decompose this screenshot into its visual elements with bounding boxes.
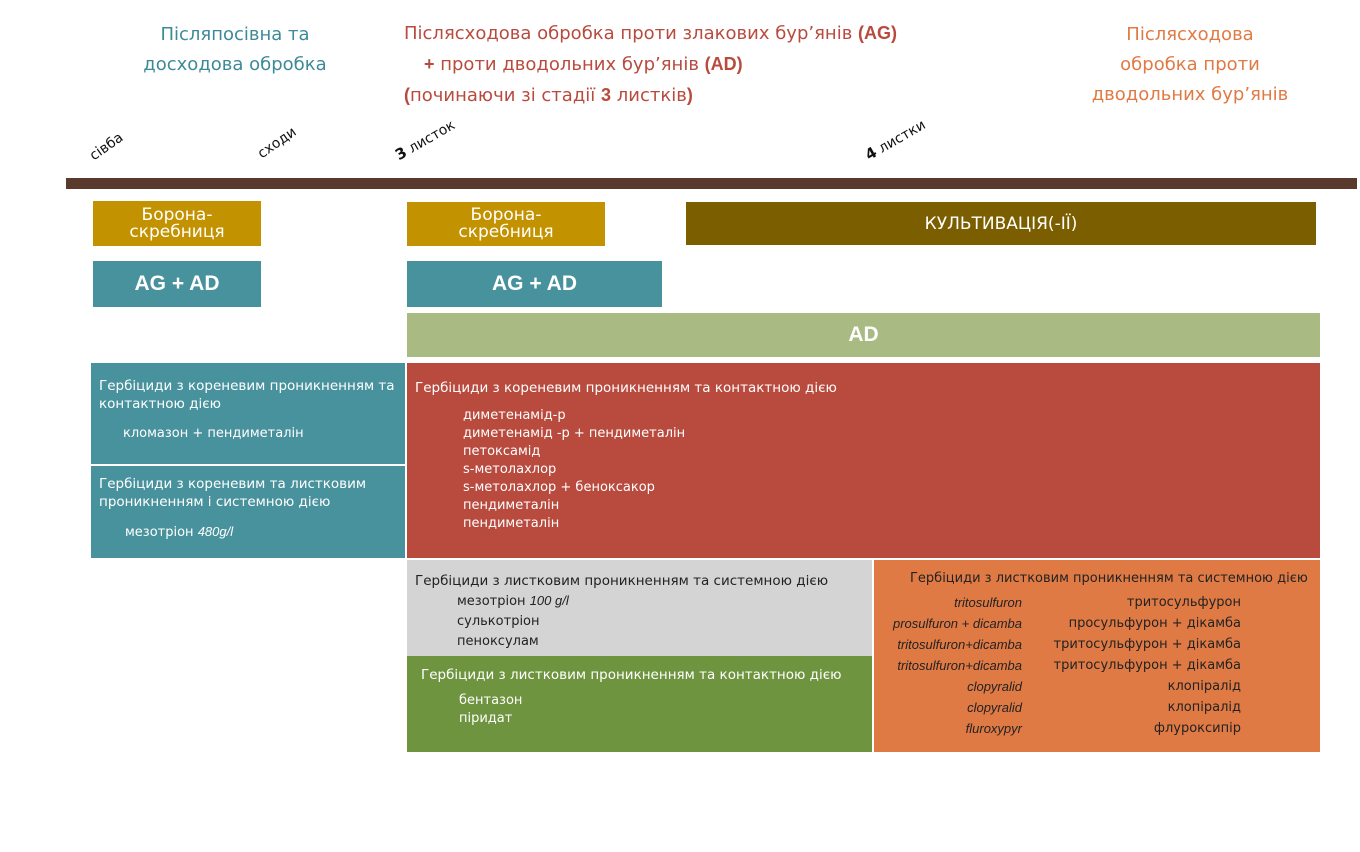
latin-name: tritosulfuron <box>954 595 1022 610</box>
header-right-line3: дводольних бур’янів <box>1091 84 1289 105</box>
latin-name: tritosulfuron+dicamba <box>897 658 1022 673</box>
cultivation-box: КУЛЬТИВАЦІЯ(-ІЇ) <box>686 202 1316 245</box>
stage-emergence: сходи <box>254 124 300 162</box>
header-left-line1: Післяпосівна та <box>160 24 310 45</box>
latin-name: tritosulfuron+dicamba <box>897 637 1022 652</box>
list-item: мезотріон 100 g/l <box>457 591 864 612</box>
ag-ad-box-1: AG + AD <box>93 261 261 307</box>
panel-leaf-systemic-right-title: Гербіциди з листковим проникненням та си… <box>910 571 1308 586</box>
stage-sowing: сівба <box>86 129 127 164</box>
harrow-box-1: Борона- скребниця <box>93 201 261 246</box>
header-mid-line1: Післясходова обробка проти злакових бур’… <box>404 18 964 49</box>
panel-root-leaf-systemic-pre: Гербіциди з кореневим та листковим прони… <box>91 466 405 558</box>
header-mid-open-paren: ( <box>404 85 410 105</box>
panel-leaf-systemic-right <box>874 560 1320 752</box>
panel-root-leaf-systemic-pre-title: Гербіциди з кореневим та листковим прони… <box>99 476 367 510</box>
header-postemergence-dicot: Післясходова обробка проти дводольних бу… <box>1060 20 1320 110</box>
harrow-2-line2: скребниця <box>458 222 554 242</box>
panel-root-leaf-systemic-pre-item: мезотріон 480g/l <box>99 523 397 542</box>
ukr-name: тритосульфурон + дікамба <box>1053 637 1242 652</box>
header-mid-line3-text: починаючи зі стадії <box>410 85 601 106</box>
list-item: пеноксулам <box>457 634 539 649</box>
header-mid-line3-end: листків <box>611 85 687 106</box>
list-item: піридат <box>459 711 513 726</box>
stage-4-leaves-text: листки <box>872 116 929 159</box>
mesotrione-480-text: мезотріон <box>125 525 198 540</box>
panel-root-contact-pre-title: Гербіциди з кореневим проникненням та ко… <box>99 378 395 412</box>
header-mid-line2: + проти дводольних бур’янів (AD) <box>404 49 964 80</box>
panel-leaf-systemic-post: Гербіциди з листковим проникненням та си… <box>407 560 872 656</box>
timeline-bar <box>66 178 1357 189</box>
panel-root-contact-pre: Гербіциди з кореневим проникненням та ко… <box>91 363 405 464</box>
panel-leaf-contact-post: Гербіциди з листковим проникненням та ко… <box>407 656 872 752</box>
harrow-2-line1: Борона- <box>470 205 542 225</box>
ukr-name: тритосульфурон <box>1126 595 1241 610</box>
harrow-1-line1: Борона- <box>141 204 213 225</box>
latin-name: clopyralid <box>967 700 1022 715</box>
ukr-name: тритосульфурон + дікамба <box>1053 658 1242 673</box>
list-item: s-метолахлор + беноксакор <box>463 480 655 495</box>
panel-root-contact-post-title: Гербіциди з кореневим проникненням та ко… <box>415 380 837 396</box>
ukr-name: просульфурон + дікамба <box>1068 616 1241 631</box>
header-left-line2: досходова обробка <box>143 54 327 75</box>
ag-ad-box-2: AG + AD <box>407 261 662 307</box>
list-item: диметенамід -р + пендиметалін <box>463 426 686 441</box>
header-mid-line3: (починаючи зі стадії 3 листків) <box>404 80 964 111</box>
header-mid-plus: + <box>424 54 435 74</box>
list-item: диметенамід-р <box>463 408 566 423</box>
list-item: петоксамід <box>463 444 541 459</box>
header-right-line1: Післясходова <box>1126 24 1254 45</box>
panel-root-contact-post: Гербіциди з кореневим проникненням та ко… <box>407 363 1320 558</box>
list-item: s-метолахлор <box>463 462 557 477</box>
list-item: пендиметалін <box>463 498 560 513</box>
header-mid-num: 3 <box>601 85 612 105</box>
panel-root-contact-post-list: диметенамід-р диметенамід -р + пендимета… <box>415 407 1312 533</box>
panel-leaf-contact-post-title: Гербіциди з листковим проникненням та ко… <box>421 667 842 683</box>
stage-3-leaf: 3 листок <box>392 116 458 164</box>
mesotrione-480-dose: 480g/l <box>197 524 234 539</box>
header-right-line2: обробка проти <box>1120 54 1260 75</box>
header-mid-line1-text: Післясходова обробка проти злакових бур’… <box>404 23 859 44</box>
harrow-1-line2: скребниця <box>129 221 225 242</box>
header-mid-line2-text: проти дводольних бур’янів <box>434 54 705 75</box>
stage-3-leaf-text: листок <box>402 117 458 159</box>
header-mid-ad: (AD) <box>704 54 743 74</box>
list-item: пендиметалін <box>463 516 560 531</box>
ukr-name: клопіралід <box>1167 700 1241 715</box>
panel-root-contact-pre-item: кломазон + пендиметалін <box>123 426 304 441</box>
harrow-box-2: Борона- скребниця <box>407 202 605 246</box>
header-mid-ag: (AG) <box>858 23 898 43</box>
panel-leaf-systemic-post-title: Гербіциди з листковим проникненням та си… <box>415 573 829 589</box>
latin-name: clopyralid <box>967 679 1022 694</box>
list-item: бентазон <box>459 693 523 708</box>
ukr-name: клопіралід <box>1167 679 1241 694</box>
mesotrione-100-dose: 100 g/l <box>529 593 569 608</box>
panel-leaf-contact-post-list: бентазон піридат <box>421 692 864 728</box>
panel-leaf-systemic-post-list: мезотріон 100 g/l сулькотріон пеноксулам <box>415 591 864 652</box>
header-postemergence-ag-ad: Післясходова обробка проти злакових бур’… <box>404 18 964 111</box>
ukr-name: флуроксипір <box>1153 721 1241 736</box>
stage-4-leaves: 4 листки <box>862 115 928 164</box>
ad-box: AD <box>407 313 1320 357</box>
latin-name: fluroxypyr <box>965 721 1022 736</box>
mesotrione-100-text: мезотріон <box>457 594 530 609</box>
header-mid-close-paren: ) <box>686 85 693 105</box>
header-preemergence: Післяпосівна та досходова обробка <box>120 20 350 80</box>
latin-name: prosulfuron + dicamba <box>893 616 1022 631</box>
list-item: сулькотріон <box>457 614 540 629</box>
